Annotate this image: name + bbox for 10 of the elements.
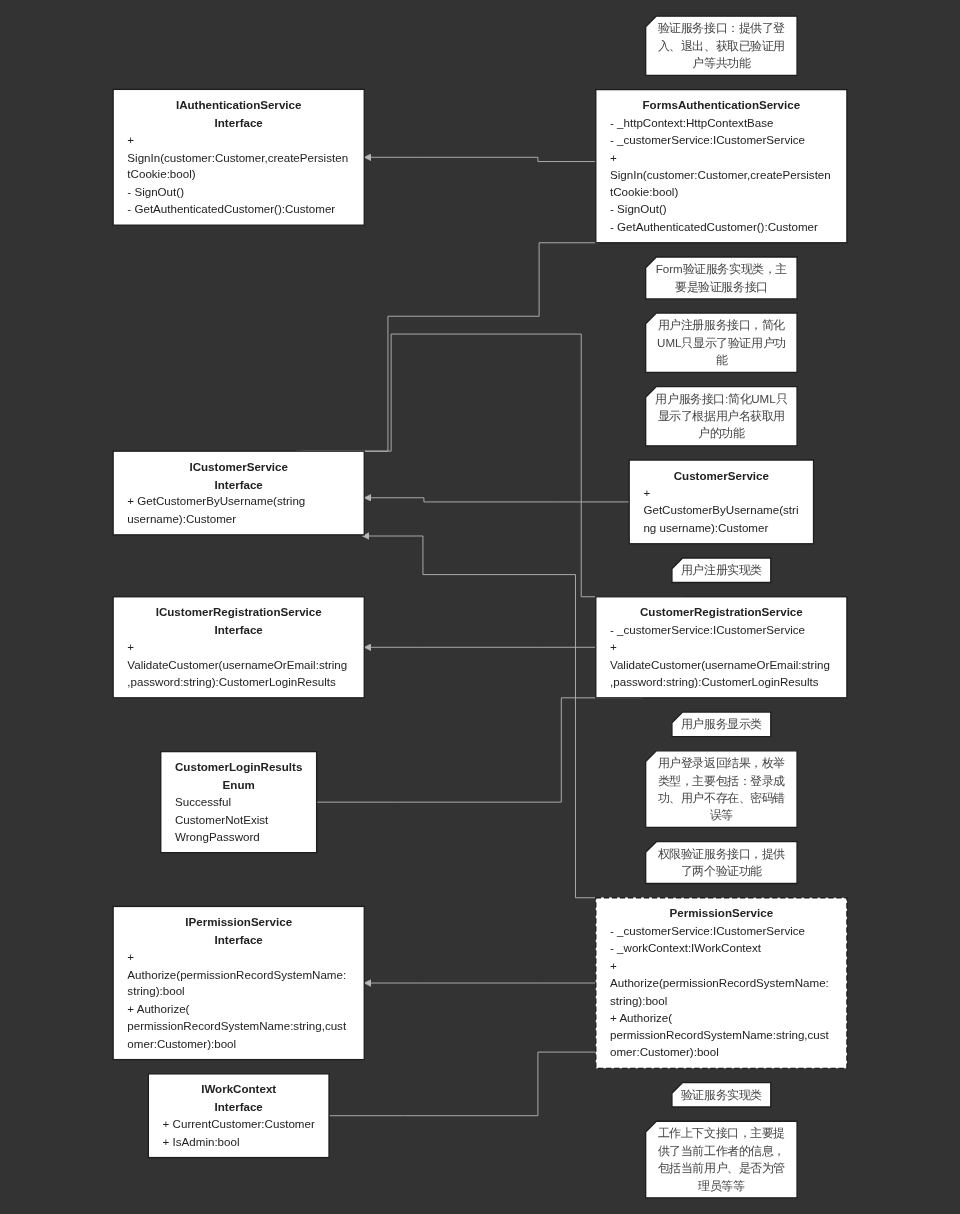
node-box: CustomerLoginResults Enum Successful CustomerNotExist WrongPassword — [160, 750, 318, 854]
node-box: IAuthenticationService Interface + SignIn(customer:Customer,createPersistentCookie:bool) - SignOut() - GetAuthenticatedCustomer():Customer — [112, 88, 365, 226]
node-box: IPermissionService Interface + Authorize(permissionRecordSystemName:string):bool + Authorize( permissionRecordSystemName:string,customer:Customer):bool — [112, 905, 365, 1061]
node-box: PermissionService - _customerService:ICustomerService - _workContext:IWorkContext + Authorize(permissionRecordSystemName:string):bool + Authorize( permissionRecordSystemName:string,customer:Customer):bool — [595, 897, 848, 1069]
node-box: CustomerService + GetCustomerByUsername(string username):Customer — [628, 459, 815, 545]
node-box: ICustomerService Interface + GetCustomerByUsername(string username):Customer — [112, 450, 365, 536]
node-box: FormsAuthenticationService - _httpContext:HttpContextBase - _customerService:ICustomerService + SignIn(customer:Customer,createPersistentCookie:bool) - SignOut() - GetAuthenticatedCustomer():Customer — [595, 88, 848, 244]
node-box: IWorkContext Interface + CurrentCustomer:Customer + IsAdmin:bool — [147, 1073, 330, 1159]
node-box: ICustomerRegistrationService Interface + ValidateCustomer(usernameOrEmail:string,password:string):CustomerLoginResults — [112, 596, 365, 699]
node-box: CustomerRegistrationService - _customerService:ICustomerService + ValidateCustomer(usernameOrEmail:string,password:string):CustomerLoginResults — [595, 596, 848, 699]
